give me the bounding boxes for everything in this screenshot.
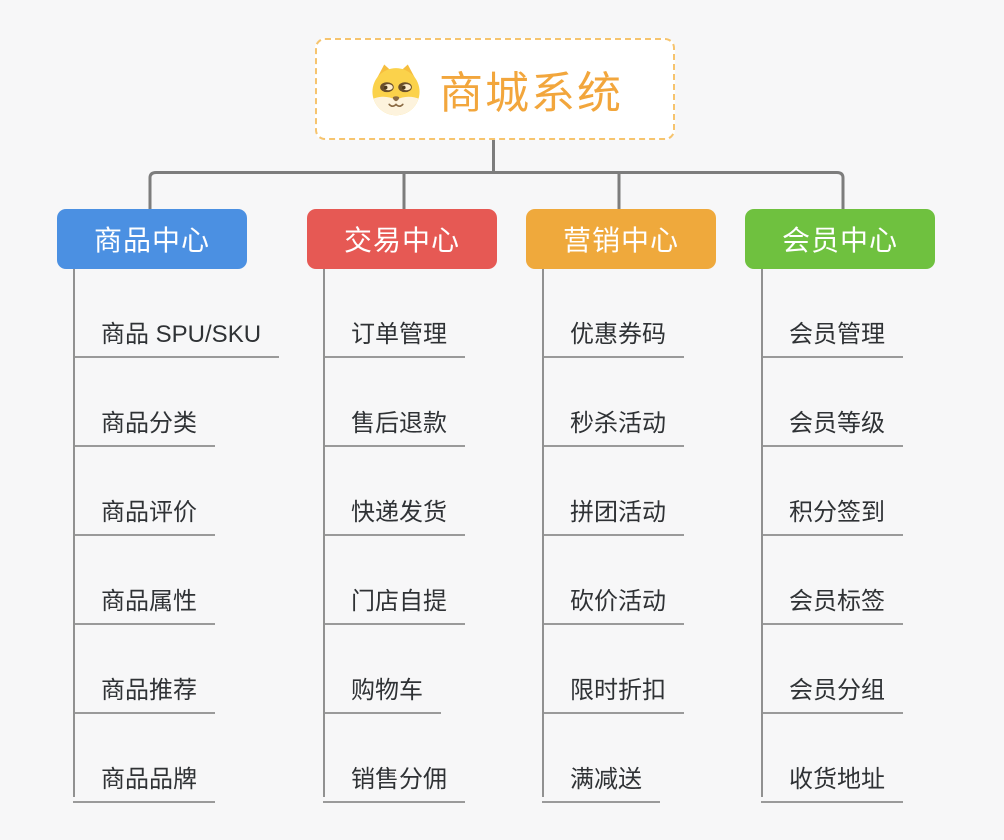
leaf-label[interactable]: 收货地址: [761, 759, 903, 803]
root-node-title: 商城系统: [439, 69, 623, 118]
leaf-node[interactable]: 收货地址: [761, 714, 935, 803]
leaf-label[interactable]: 订单管理: [323, 314, 465, 358]
branch-node-trade-center[interactable]: 交易中心: [307, 209, 497, 269]
leaf-label[interactable]: 售后退款: [323, 403, 465, 447]
branch-member-center: 会员中心 会员管理 会员等级 积分签到 会员标签 会员分组 收货地址: [745, 209, 935, 803]
leaf-node[interactable]: 秒杀活动: [542, 358, 716, 447]
leaf-label[interactable]: 购物车: [323, 670, 441, 714]
leaf-node[interactable]: 商品属性: [73, 536, 247, 625]
leaf-label[interactable]: 商品品牌: [73, 759, 215, 803]
leaf-label[interactable]: 商品 SPU/SKU: [73, 314, 280, 358]
leaf-label[interactable]: 积分签到: [761, 492, 903, 536]
branch-leaf-list: 会员管理 会员等级 积分签到 会员标签 会员分组 收货地址: [745, 269, 935, 803]
leaf-label[interactable]: 优惠券码: [542, 314, 684, 358]
dog-face-icon: [372, 64, 420, 116]
branch-trunk-line: [73, 269, 75, 797]
branch-trade-center: 交易中心 订单管理 售后退款 快递发货 门店自提 购物车 销售分佣: [307, 209, 497, 803]
leaf-label[interactable]: 会员分组: [761, 670, 903, 714]
branch-node-product-center[interactable]: 商品中心: [57, 209, 247, 269]
leaf-label[interactable]: 商品评价: [73, 492, 215, 536]
branch-marketing-center: 营销中心 优惠券码 秒杀活动 拼团活动 砍价活动 限时折扣 满减送: [526, 209, 716, 803]
leaf-node[interactable]: 会员等级: [761, 358, 935, 447]
leaf-label[interactable]: 商品属性: [73, 581, 215, 625]
leaf-node[interactable]: 限时折扣: [542, 625, 716, 714]
leaf-label[interactable]: 快递发货: [323, 492, 465, 536]
leaf-node[interactable]: 砍价活动: [542, 536, 716, 625]
leaf-node[interactable]: 会员管理: [761, 269, 935, 358]
branch-leaf-list: 商品 SPU/SKU 商品分类 商品评价 商品属性 商品推荐 商品品牌: [57, 269, 280, 803]
leaf-label[interactable]: 会员等级: [761, 403, 903, 447]
leaf-label[interactable]: 商品推荐: [73, 670, 215, 714]
branch-node-marketing-center[interactable]: 营销中心: [526, 209, 716, 269]
leaf-node[interactable]: 商品 SPU/SKU: [73, 269, 280, 358]
leaf-label[interactable]: 商品分类: [73, 403, 215, 447]
leaf-label[interactable]: 销售分佣: [323, 759, 465, 803]
leaf-node[interactable]: 会员标签: [761, 536, 935, 625]
leaf-node[interactable]: 满减送: [542, 714, 716, 803]
leaf-node[interactable]: 商品品牌: [73, 714, 247, 803]
leaf-node[interactable]: 拼团活动: [542, 447, 716, 536]
leaf-label[interactable]: 拼团活动: [542, 492, 684, 536]
leaf-node[interactable]: 商品评价: [73, 447, 247, 536]
leaf-node[interactable]: 订单管理: [323, 269, 497, 358]
leaf-label[interactable]: 会员标签: [761, 581, 903, 625]
branch-trunk-line: [761, 269, 763, 797]
leaf-label[interactable]: 秒杀活动: [542, 403, 684, 447]
branch-trunk-line: [542, 269, 544, 797]
leaf-label[interactable]: 门店自提: [323, 581, 465, 625]
leaf-node[interactable]: 商品分类: [73, 358, 247, 447]
branch-leaf-list: 优惠券码 秒杀活动 拼团活动 砍价活动 限时折扣 满减送: [526, 269, 716, 803]
branch-rail-line: [148, 171, 845, 209]
leaf-node[interactable]: 销售分佣: [323, 714, 497, 803]
leaf-node[interactable]: 会员分组: [761, 625, 935, 714]
leaf-node[interactable]: 商品推荐: [73, 625, 247, 714]
leaf-node[interactable]: 门店自提: [323, 536, 497, 625]
leaf-label[interactable]: 会员管理: [761, 314, 903, 358]
leaf-label[interactable]: 满减送: [542, 759, 660, 803]
leaf-node[interactable]: 售后退款: [323, 358, 497, 447]
leaf-node[interactable]: 积分签到: [761, 447, 935, 536]
leaf-label[interactable]: 限时折扣: [542, 670, 684, 714]
branch-trunk-line: [323, 269, 325, 797]
leaf-node[interactable]: 购物车: [323, 625, 497, 714]
branch-product-center: 商品中心 商品 SPU/SKU 商品分类 商品评价 商品属性 商品推荐 商品品牌: [57, 209, 280, 803]
leaf-node[interactable]: 优惠券码: [542, 269, 716, 358]
root-node-mall-system[interactable]: 商城系统: [315, 38, 675, 140]
leaf-node[interactable]: 快递发货: [323, 447, 497, 536]
branch-leaf-list: 订单管理 售后退款 快递发货 门店自提 购物车 销售分佣: [307, 269, 497, 803]
branch-node-member-center[interactable]: 会员中心: [745, 209, 935, 269]
leaf-label[interactable]: 砍价活动: [542, 581, 684, 625]
